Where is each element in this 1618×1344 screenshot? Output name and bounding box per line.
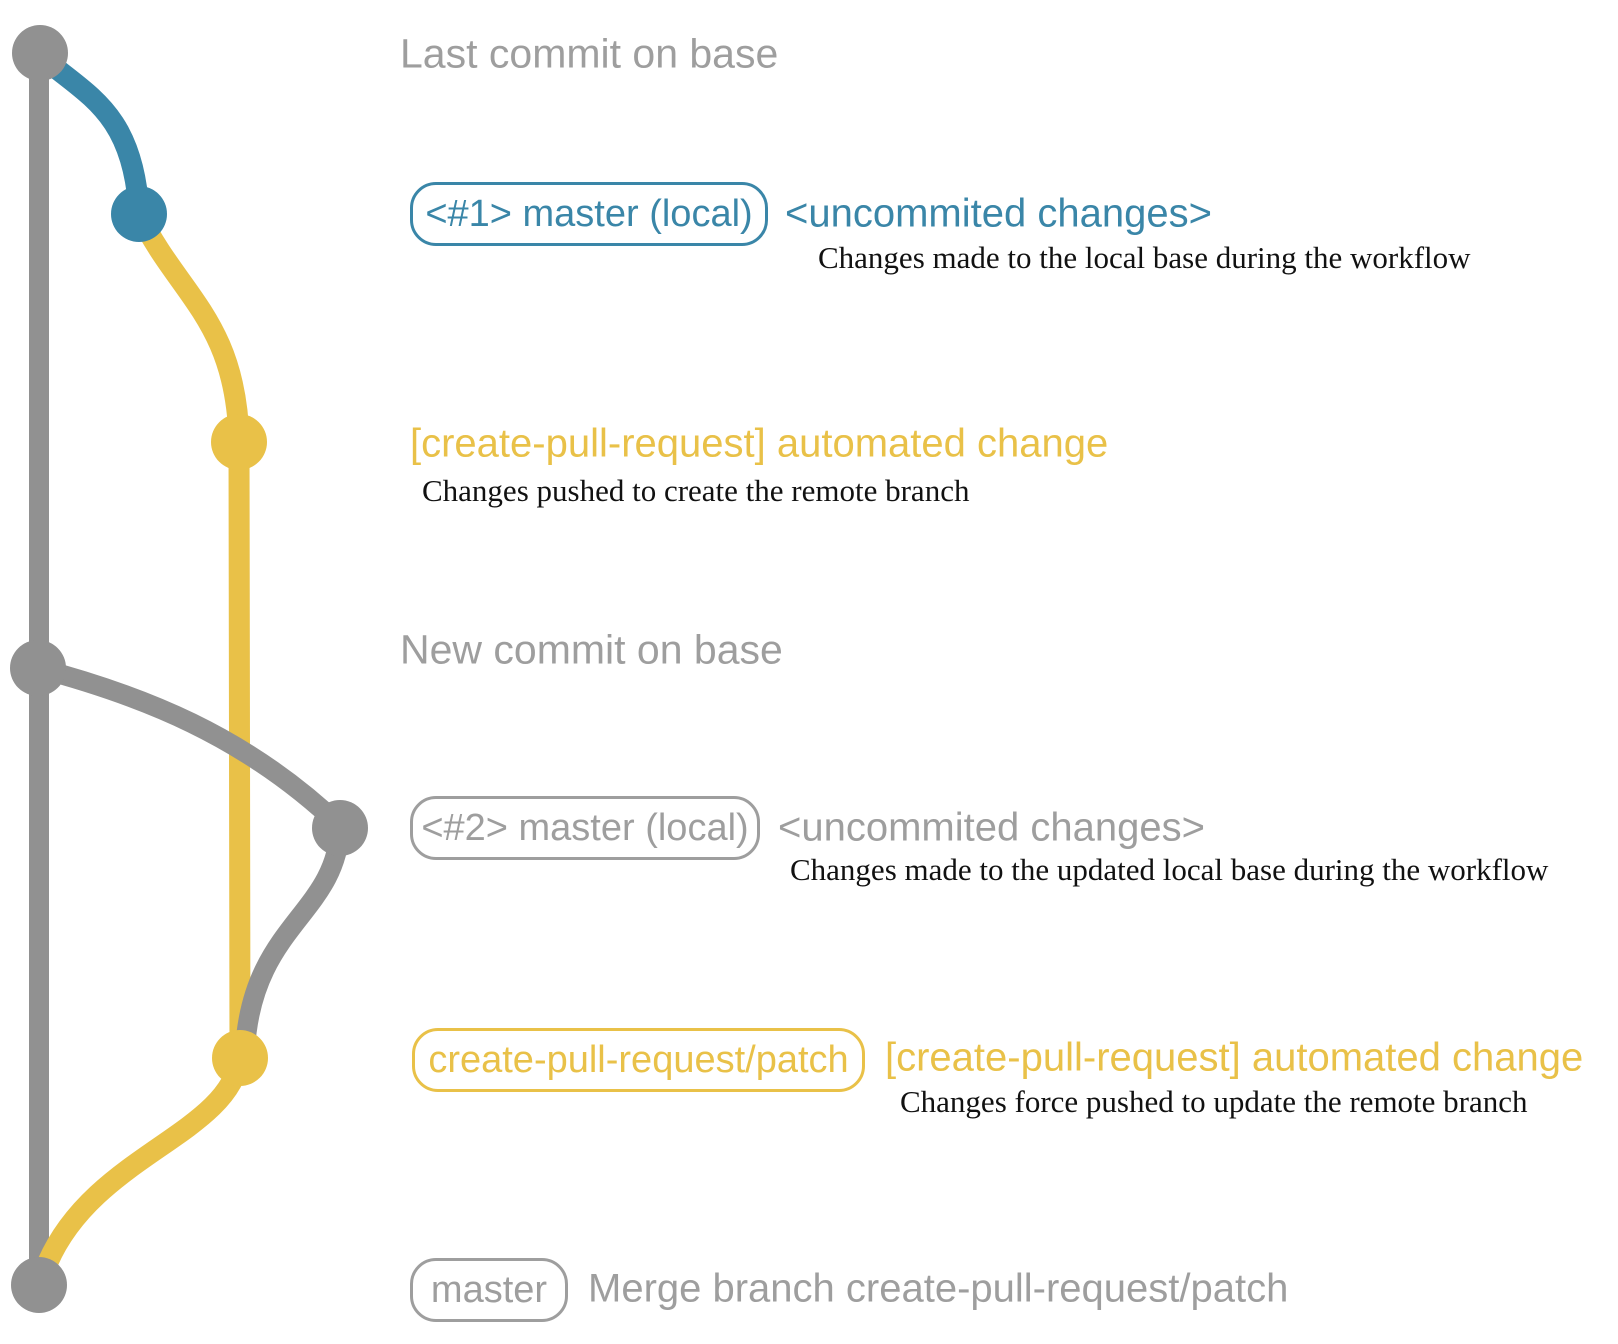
merge-to-master-line bbox=[38, 1055, 251, 1267]
caption-updated-local-base-changes: Changes made to the updated local base d… bbox=[790, 852, 1549, 887]
commit-title-automated-change-1: [create-pull-request] automated change bbox=[410, 421, 1109, 466]
commit-dot-local-2 bbox=[312, 800, 368, 856]
label-new-commit-on-base: New commit on base bbox=[400, 626, 783, 673]
local-changes-branch-line bbox=[33, 47, 150, 213]
branch-badge-master-local-1: <#1> master (local) bbox=[410, 182, 768, 246]
caption-force-pushed-remote: Changes force pushed to update the remot… bbox=[900, 1084, 1528, 1119]
commit-title-uncommited-changes-2: <uncommited changes> bbox=[778, 805, 1205, 850]
commit-dot-last-base bbox=[12, 25, 68, 81]
commit-dot-automated-change-2 bbox=[212, 1030, 268, 1086]
updated-local-branch-line bbox=[35, 658, 347, 834]
label-last-commit-on-base: Last commit on base bbox=[400, 30, 779, 77]
create-pull-request-branch-line bbox=[129, 209, 251, 1059]
commit-dot-automated-change-1 bbox=[211, 414, 267, 470]
force-push-merge-line bbox=[235, 827, 350, 1051]
branch-badge-master: master bbox=[410, 1258, 568, 1322]
commit-title-merge-branch: Merge branch create-pull-request/patch bbox=[588, 1266, 1289, 1311]
caption-pushed-create-remote: Changes pushed to create the remote bran… bbox=[422, 473, 970, 508]
branch-badge-create-pull-request-patch: create-pull-request/patch bbox=[412, 1028, 865, 1092]
commit-dot-local-1 bbox=[111, 186, 167, 242]
commit-title-uncommited-changes-1: <uncommited changes> bbox=[785, 191, 1212, 236]
branch-badge-master-local-2: <#2> master (local) bbox=[410, 796, 760, 860]
commit-dot-new-base bbox=[10, 640, 66, 696]
commit-title-automated-change-2: [create-pull-request] automated change bbox=[885, 1035, 1584, 1080]
commit-dot-merge-master bbox=[11, 1257, 67, 1313]
caption-local-base-changes: Changes made to the local base during th… bbox=[818, 240, 1471, 275]
